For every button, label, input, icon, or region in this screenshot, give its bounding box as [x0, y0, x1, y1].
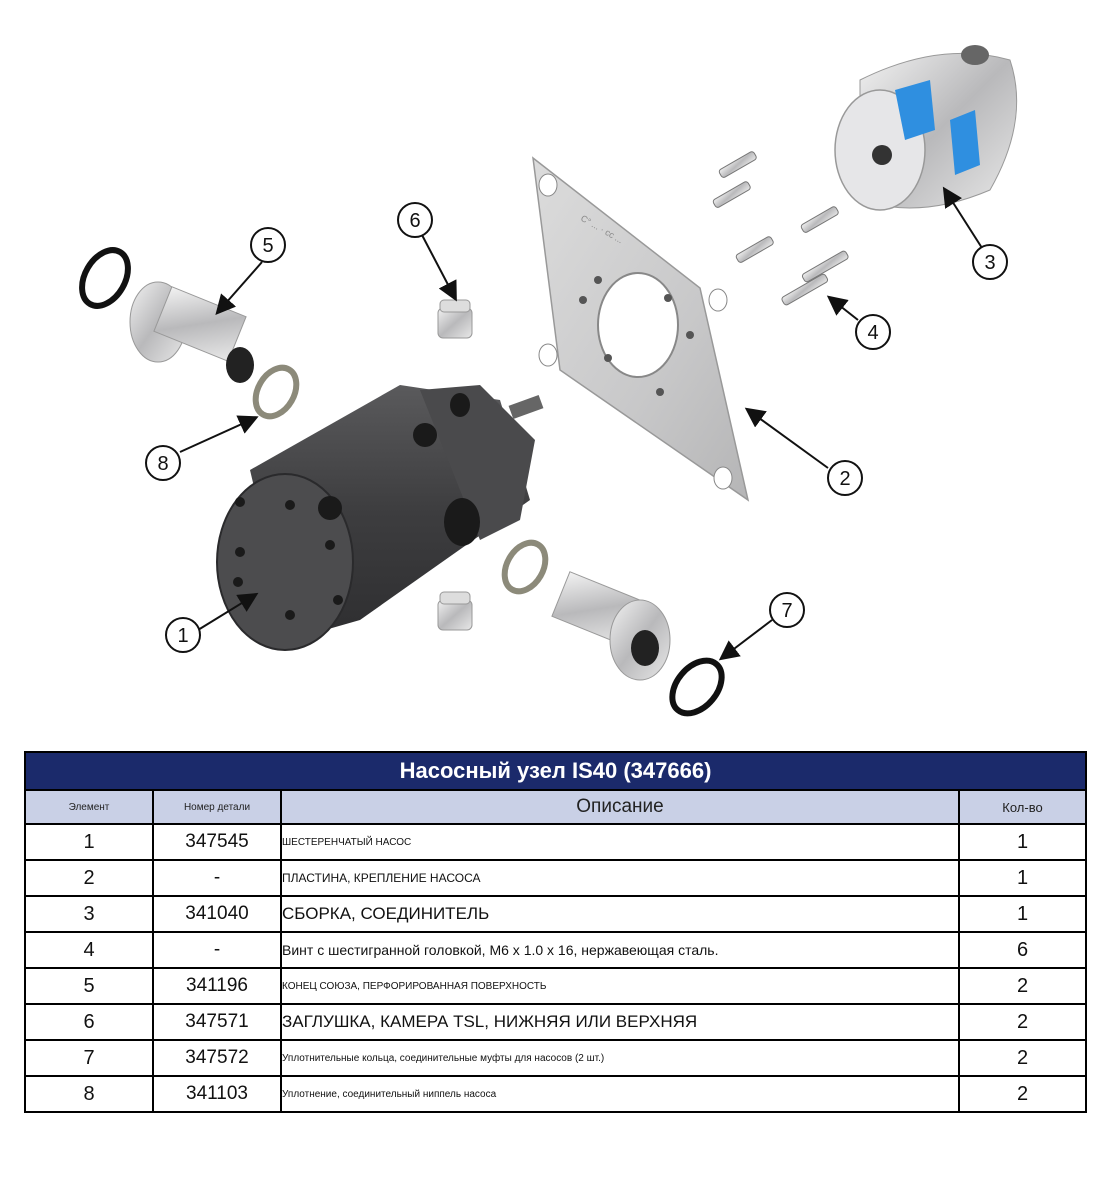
column-header-item: Элемент [24, 789, 154, 825]
coupling-assembly [834, 45, 1018, 211]
union-end-top [129, 281, 254, 383]
callout-3: 3 [972, 244, 1008, 280]
callout-4: 4 [855, 314, 891, 350]
part-description: КОНЕЦ СОЮЗА, ПЕРФОРИРОВАННАЯ ПОВЕРХНОСТЬ [280, 967, 960, 1005]
item-number: 5 [24, 967, 154, 1005]
parts-table: Насосный узел IS40 (347666) Элемент Номе… [24, 751, 1087, 1113]
table-row: 2 - ПЛАСТИНА, КРЕПЛЕНИЕ НАСОСА 1 [24, 859, 1087, 897]
table-title: Насосный узел IS40 (347666) [24, 751, 1087, 791]
item-number: 4 [24, 931, 154, 969]
item-number: 1 [24, 823, 154, 861]
part-number: 347571 [152, 1003, 282, 1041]
table-row: 1 347545 ШЕСТЕРЕНЧАТЫЙ НАСОС 1 [24, 823, 1087, 861]
column-header-description: Описание [280, 789, 960, 825]
part-description: СБОРКА, СОЕДИНИТЕЛЬ [280, 895, 960, 933]
part-description: Уплотнительные кольца, соединительные му… [280, 1039, 960, 1077]
svg-text:5: 5 [262, 235, 273, 257]
callout-8: 8 [145, 445, 181, 481]
quantity: 1 [958, 823, 1087, 861]
table-row: 5 341196 КОНЕЦ СОЮЗА, ПЕРФОРИРОВАННАЯ ПО… [24, 967, 1087, 1005]
callout-1: 1 [165, 617, 201, 653]
column-header-quantity: Кол-во [958, 789, 1087, 825]
quantity: 6 [958, 931, 1087, 969]
quantity: 2 [958, 967, 1087, 1005]
part-description: ШЕСТЕРЕНЧАТЫЙ НАСОС [280, 823, 960, 861]
part-number: - [152, 859, 282, 897]
part-description: Винт с шестигранной головкой, M6 x 1.0 x… [280, 931, 960, 969]
table-row: 6 347571 ЗАГЛУШКА, КАМЕРА TSL, НИЖНЯЯ ИЛ… [24, 1003, 1087, 1041]
svg-text:3: 3 [984, 252, 995, 274]
svg-text:7: 7 [781, 600, 792, 622]
part-number: 341103 [152, 1075, 282, 1113]
table-row: 8 341103 Уплотнение, соединительный нипп… [24, 1075, 1087, 1113]
item-number: 7 [24, 1039, 154, 1077]
plug-top [437, 299, 473, 339]
table-row: 4 - Винт с шестигранной головкой, M6 x 1… [24, 931, 1087, 969]
o-ring-bottom [669, 657, 725, 717]
o-ring-top [79, 247, 131, 309]
part-number: 341196 [152, 967, 282, 1005]
table-row: 7 347572 Уплотнительные кольца, соединит… [24, 1039, 1087, 1077]
item-number: 2 [24, 859, 154, 897]
callout-5: 5 [250, 227, 286, 263]
plug-bottom [437, 591, 473, 631]
part-number: 347545 [152, 823, 282, 861]
callout-7: 7 [769, 592, 805, 628]
gear-pump-body [216, 385, 544, 651]
part-number: - [152, 931, 282, 969]
svg-text:1: 1 [177, 625, 188, 647]
quantity: 1 [958, 859, 1087, 897]
seal-top [252, 364, 300, 420]
part-description: Уплотнение, соединительный ниппель насос… [280, 1075, 960, 1113]
quantity: 1 [958, 895, 1087, 933]
svg-text:6: 6 [409, 210, 420, 232]
svg-text:4: 4 [867, 322, 878, 344]
callout-6: 6 [397, 202, 433, 238]
seal-bottom [501, 539, 549, 595]
part-description: ПЛАСТИНА, КРЕПЛЕНИЕ НАСОСА [280, 859, 960, 897]
part-description: ЗАГЛУШКА, КАМЕРА TSL, НИЖНЯЯ ИЛИ ВЕРХНЯЯ [280, 1003, 960, 1041]
mounting-plate: C° ... · cc ... [532, 156, 750, 502]
part-number: 341040 [152, 895, 282, 933]
part-number: 347572 [152, 1039, 282, 1077]
quantity: 2 [958, 1039, 1087, 1077]
exploded-assembly-diagram: C° ... · cc ... [79, 45, 1018, 717]
table-row: 3 341040 СБОРКА, СОЕДИНИТЕЛЬ 1 [24, 895, 1087, 933]
hex-screws [712, 151, 849, 306]
quantity: 2 [958, 1003, 1087, 1041]
item-number: 3 [24, 895, 154, 933]
column-header-part: Номер детали [152, 789, 282, 825]
quantity: 2 [958, 1075, 1087, 1113]
item-number: 8 [24, 1075, 154, 1113]
svg-text:8: 8 [157, 453, 168, 475]
callout-2: 2 [827, 460, 863, 496]
union-end-bottom [551, 571, 671, 681]
svg-text:2: 2 [839, 468, 850, 490]
item-number: 6 [24, 1003, 154, 1041]
